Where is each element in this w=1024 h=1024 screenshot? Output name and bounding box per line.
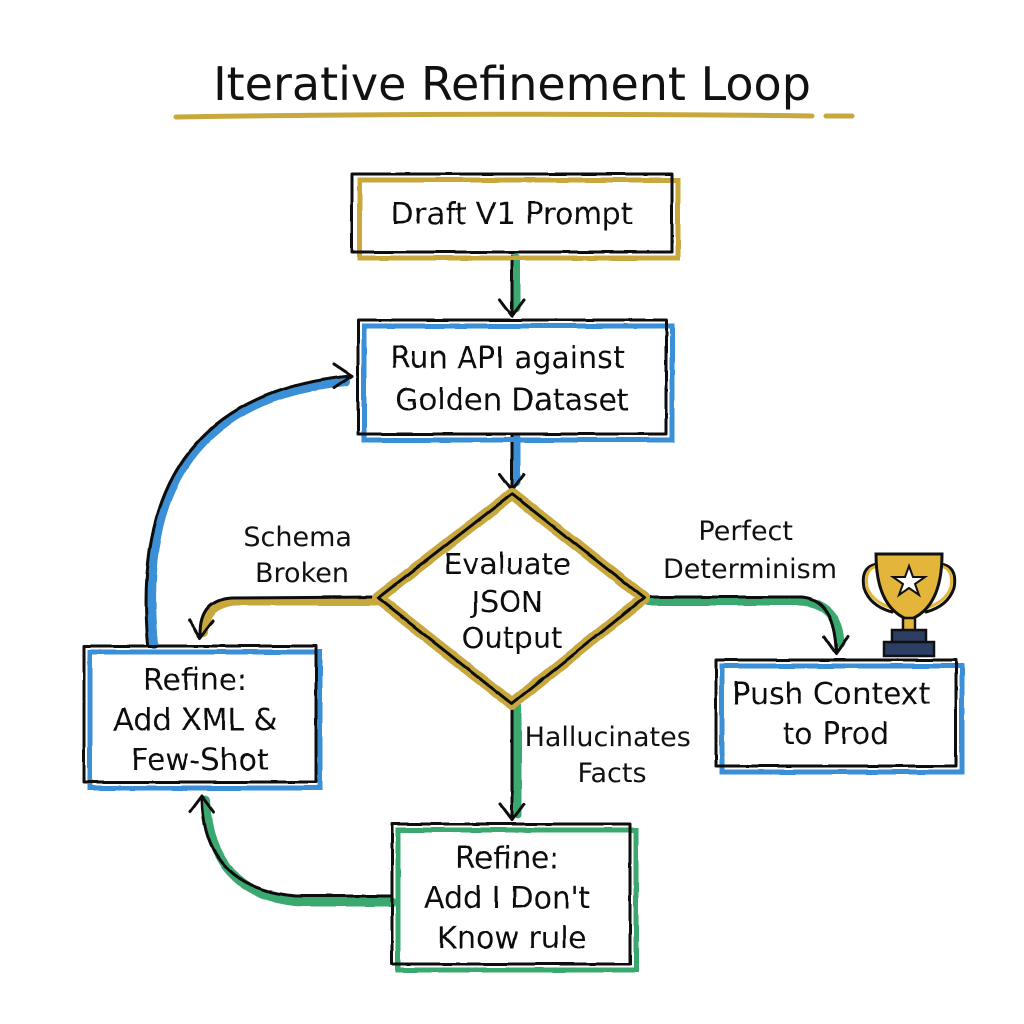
- edge-label-line: Broken: [255, 558, 349, 589]
- node-push-context: Push Context to Prod: [714, 658, 965, 775]
- diagram-title: Iterative Refinement Loop: [213, 57, 811, 111]
- node-label-line: Know rule: [437, 921, 586, 956]
- edge-label-line: Schema: [243, 522, 352, 553]
- edge-schema-broken: [187, 595, 381, 640]
- edge-idk-to-xml: [188, 794, 397, 907]
- edge-label-perfect-determinism: Perfect Determinism: [663, 516, 837, 585]
- node-label-line: Add I Don't: [424, 881, 591, 916]
- edge-label-line: Determinism: [663, 554, 837, 585]
- trophy-star: [889, 563, 929, 598]
- edge-label-line: Hallucinates: [525, 722, 691, 753]
- node-label-line: Add XML &: [113, 703, 277, 738]
- node-label-line: Evaluate: [444, 547, 571, 581]
- node-label-line: Run API against: [390, 341, 625, 376]
- arrowhead: [332, 362, 354, 390]
- node-label-line: Push Context: [732, 677, 931, 712]
- title-underline: [173, 111, 815, 120]
- node-label-line: Output: [462, 621, 563, 655]
- node-label: Draft V1 Prompt: [391, 197, 633, 232]
- node-run-api: Run API against Golden Dataset: [356, 318, 675, 443]
- edge-perfect-determinism: [643, 595, 850, 656]
- node-label-line: Golden Dataset: [395, 383, 629, 418]
- arrowhead: [188, 794, 216, 814]
- node-label-line: JSON: [470, 585, 543, 619]
- edge-label-hallucinates-facts: Hallucinates Facts: [525, 722, 700, 789]
- arrowhead: [822, 635, 850, 656]
- node-refine-idk: Refine: Add I Don't Know rule: [390, 822, 639, 973]
- trophy-icon: [861, 552, 957, 658]
- arrowhead: [187, 618, 215, 640]
- node-label: Refine: Add I Don't Know rule: [424, 841, 600, 956]
- node-label: Refine: Add XML & Few-Shot: [113, 663, 286, 778]
- node-label-line: Refine:: [143, 663, 247, 698]
- node-label-line: Draft V1 Prompt: [391, 197, 633, 232]
- node-label-line: to Prod: [783, 717, 889, 752]
- node-label-line: Few-Shot: [131, 743, 269, 778]
- edge-xml-to-run: [144, 362, 354, 649]
- node-label: Push Context to Prod: [732, 677, 940, 752]
- edge-label-schema-broken: Schema Broken: [243, 522, 360, 589]
- title-group: Iterative Refinement Loop: [173, 57, 855, 120]
- arrowhead: [498, 298, 526, 318]
- node-label: Evaluate JSON Output: [444, 547, 580, 655]
- edge-label-line: Perfect: [698, 516, 793, 547]
- node-evaluate-json: Evaluate JSON Output: [372, 488, 650, 710]
- node-refine-xml: Refine: Add XML & Few-Shot: [82, 644, 323, 791]
- arrowhead: [498, 802, 526, 822]
- node-draft-v1-prompt: Draft V1 Prompt: [350, 172, 681, 261]
- edge-hallucinates-facts: [498, 700, 526, 822]
- edge-label-line: Facts: [577, 758, 646, 789]
- node-label-line: Refine:: [455, 841, 559, 876]
- edge-draft-to-run: [498, 253, 526, 318]
- node-label: Run API against Golden Dataset: [390, 341, 634, 418]
